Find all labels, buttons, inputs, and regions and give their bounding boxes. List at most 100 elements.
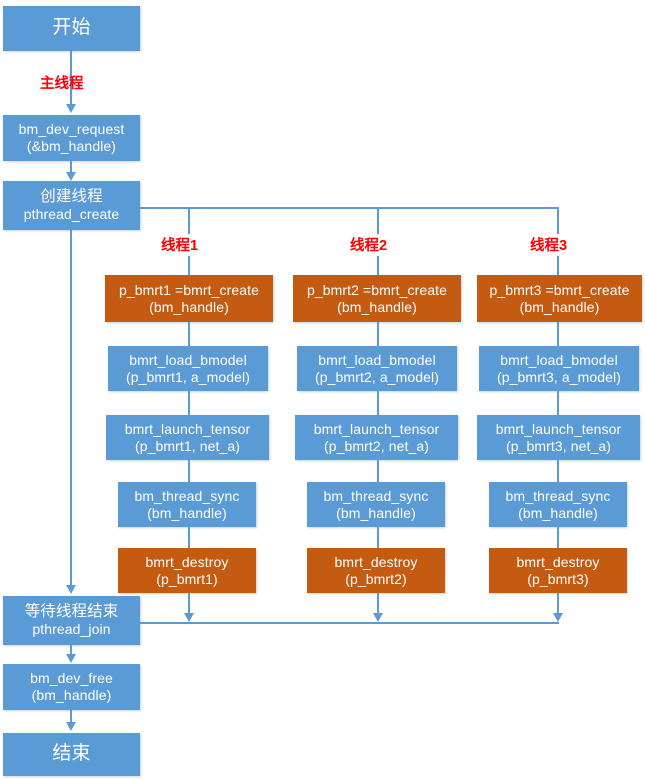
node-thread2-step1-line2: (bm_handle) bbox=[337, 298, 417, 315]
node-thread2-step3-line2: (p_bmrt2, net_a) bbox=[323, 437, 430, 454]
connector-thread2-s3-s4 bbox=[377, 460, 379, 482]
node-thread3-step1[interactable]: p_bmrt3 =bmrt_create (bm_handle) bbox=[477, 275, 642, 322]
connector-thread3-s4-s5 bbox=[557, 527, 559, 548]
arrowhead-thread3-to-join-bus bbox=[553, 613, 563, 622]
node-pthread-join-line1: 等待线程结束 bbox=[24, 603, 119, 621]
node-thread1-step3-line2: (p_bmrt1, net_a) bbox=[134, 437, 241, 454]
node-thread3-step5-line2: (p_bmrt3) bbox=[527, 570, 589, 587]
connector-thread1-s1-s2 bbox=[188, 322, 190, 346]
node-bm-dev-request[interactable]: bm_dev_request (&bm_handle) bbox=[3, 115, 140, 161]
node-thread3-step1-line1: p_bmrt3 =bmrt_create bbox=[489, 281, 630, 298]
node-thread1-step2-line2: (p_bmrt1, a_model) bbox=[126, 368, 250, 385]
node-end[interactable]: 结束 bbox=[3, 733, 140, 776]
arrowhead-thread2-to-join-bus bbox=[373, 613, 383, 622]
node-thread2-step3[interactable]: bmrt_launch_tensor (p_bmrt2, net_a) bbox=[295, 415, 458, 460]
node-thread2-step5-line2: (p_bmrt2) bbox=[345, 570, 407, 587]
node-thread1-step4-line1: bm_thread_sync bbox=[134, 487, 240, 504]
node-bm-dev-request-line1: bm_dev_request bbox=[18, 121, 125, 138]
connector-thread3-to-join-bus bbox=[557, 593, 559, 615]
connector-fork-bus bbox=[140, 207, 558, 209]
connector-start-to-dev-request bbox=[70, 51, 72, 106]
connector-label-to-step1-thread2 bbox=[377, 256, 379, 275]
node-thread1-step2-line1: bmrt_load_bmodel bbox=[129, 351, 247, 368]
node-thread2-step4[interactable]: bm_thread_sync (bm_handle) bbox=[307, 482, 445, 527]
node-thread2-step5-line1: bmrt_destroy bbox=[334, 553, 418, 570]
node-thread1-step5-line2: (p_bmrt1) bbox=[156, 570, 218, 587]
connector-join-to-dev-free bbox=[70, 645, 72, 657]
connector-thread2-s2-s3 bbox=[377, 391, 379, 415]
node-thread3-step3-line2: (p_bmrt3, net_a) bbox=[505, 437, 612, 454]
node-thread3-step4-line1: bm_thread_sync bbox=[505, 487, 611, 504]
node-bm-dev-free-line2: (bm_handle) bbox=[31, 687, 112, 703]
node-thread1-step4-line2: (bm_handle) bbox=[147, 504, 227, 521]
node-bm-dev-free-line1: bm_dev_free bbox=[30, 670, 113, 687]
arrowhead-dev-free-to-end bbox=[66, 722, 76, 731]
node-pthread-create[interactable]: 创建线程 pthread_create bbox=[3, 181, 140, 230]
connector-thread2-s4-s5 bbox=[377, 527, 379, 548]
node-pthread-create-line1: 创建线程 bbox=[40, 188, 103, 206]
connector-fork-drop-thread2 bbox=[377, 207, 379, 234]
connector-create-to-join bbox=[70, 230, 72, 587]
node-thread2-step2-line2: (p_bmrt2, a_model) bbox=[315, 368, 439, 385]
edge-label-thread2: 线程2 bbox=[350, 238, 388, 254]
node-thread1-step1-line1: p_bmrt1 =bmrt_create bbox=[118, 281, 260, 298]
node-pthread-join-line2: pthread_join bbox=[32, 621, 111, 638]
connector-thread3-s2-s3 bbox=[557, 391, 559, 415]
node-start-line1: 开始 bbox=[52, 17, 91, 39]
connector-fork-drop-thread1 bbox=[188, 207, 190, 234]
node-thread1-step5[interactable]: bmrt_destroy (p_bmrt1) bbox=[118, 548, 256, 593]
node-thread1-step3[interactable]: bmrt_launch_tensor (p_bmrt1, net_a) bbox=[106, 415, 269, 460]
node-thread1-step3-line1: bmrt_launch_tensor bbox=[124, 420, 251, 437]
edge-label-main-thread: 主线程 bbox=[40, 76, 84, 92]
arrowhead-join-to-dev-free bbox=[66, 654, 76, 663]
node-thread3-step4[interactable]: bm_thread_sync (bm_handle) bbox=[489, 482, 627, 527]
node-thread2-step4-line2: (bm_handle) bbox=[336, 504, 416, 521]
arrowhead-start-to-dev-request bbox=[66, 104, 76, 113]
connector-thread2-s1-s2 bbox=[377, 322, 379, 346]
connector-thread3-s3-s4 bbox=[557, 460, 559, 482]
node-bm-dev-free[interactable]: bm_dev_free (bm_handle) bbox=[3, 664, 140, 710]
node-end-line1: 结束 bbox=[52, 743, 91, 765]
node-thread1-step1[interactable]: p_bmrt1 =bmrt_create (bm_handle) bbox=[105, 275, 273, 322]
connector-thread1-to-join-bus bbox=[188, 593, 190, 615]
node-pthread-create-line2: pthread_create bbox=[23, 206, 120, 223]
node-thread2-step2[interactable]: bmrt_load_bmodel (p_bmrt2, a_model) bbox=[297, 346, 457, 391]
node-start[interactable]: 开始 bbox=[3, 6, 140, 51]
arrowhead-dev-request-to-create bbox=[66, 172, 76, 181]
node-thread1-step1-line2: (bm_handle) bbox=[149, 298, 229, 315]
node-thread2-step3-line1: bmrt_launch_tensor bbox=[313, 420, 440, 437]
node-thread3-step2-line2: (p_bmrt3, a_model) bbox=[497, 368, 621, 385]
node-thread2-step4-line1: bm_thread_sync bbox=[323, 487, 429, 504]
node-thread3-step3-line1: bmrt_launch_tensor bbox=[495, 420, 622, 437]
connector-thread3-s1-s2 bbox=[557, 322, 559, 346]
node-thread2-step1[interactable]: p_bmrt2 =bmrt_create (bm_handle) bbox=[293, 275, 461, 322]
node-thread3-step3[interactable]: bmrt_launch_tensor (p_bmrt3, net_a) bbox=[477, 415, 640, 460]
connector-thread1-s3-s4 bbox=[188, 460, 190, 482]
node-thread2-step5[interactable]: bmrt_destroy (p_bmrt2) bbox=[307, 548, 445, 593]
node-thread3-step2-line1: bmrt_load_bmodel bbox=[500, 351, 618, 368]
node-thread3-step5-line1: bmrt_destroy bbox=[516, 553, 600, 570]
connector-thread1-s4-s5 bbox=[188, 527, 190, 548]
node-thread2-step2-line1: bmrt_load_bmodel bbox=[318, 351, 436, 368]
edge-label-thread3: 线程3 bbox=[530, 238, 568, 254]
edge-label-thread1: 线程1 bbox=[161, 238, 199, 254]
connector-dev-free-to-end bbox=[70, 710, 72, 723]
node-thread2-step1-line1: p_bmrt2 =bmrt_create bbox=[306, 281, 448, 298]
node-thread1-step4[interactable]: bm_thread_sync (bm_handle) bbox=[118, 482, 256, 527]
connector-label-to-step1-thread3 bbox=[557, 256, 559, 275]
connector-label-to-step1-thread1 bbox=[188, 256, 190, 275]
node-thread3-step5[interactable]: bmrt_destroy (p_bmrt3) bbox=[489, 548, 627, 593]
node-thread3-step1-line2: (bm_handle) bbox=[519, 298, 600, 315]
arrowhead-thread1-to-join-bus bbox=[184, 613, 194, 622]
node-thread3-step4-line2: (bm_handle) bbox=[518, 504, 598, 521]
connector-thread2-to-join-bus bbox=[377, 593, 379, 615]
arrowhead-create-to-join bbox=[66, 585, 76, 594]
node-pthread-join[interactable]: 等待线程结束 pthread_join bbox=[3, 596, 140, 645]
connector-join-bus bbox=[140, 622, 559, 624]
node-thread1-step2[interactable]: bmrt_load_bmodel (p_bmrt1, a_model) bbox=[108, 346, 268, 391]
connector-thread1-s2-s3 bbox=[188, 391, 190, 415]
node-bm-dev-request-line2: (&bm_handle) bbox=[26, 138, 117, 154]
node-thread3-step2[interactable]: bmrt_load_bmodel (p_bmrt3, a_model) bbox=[479, 346, 639, 391]
connector-dev-request-to-create bbox=[70, 161, 72, 175]
